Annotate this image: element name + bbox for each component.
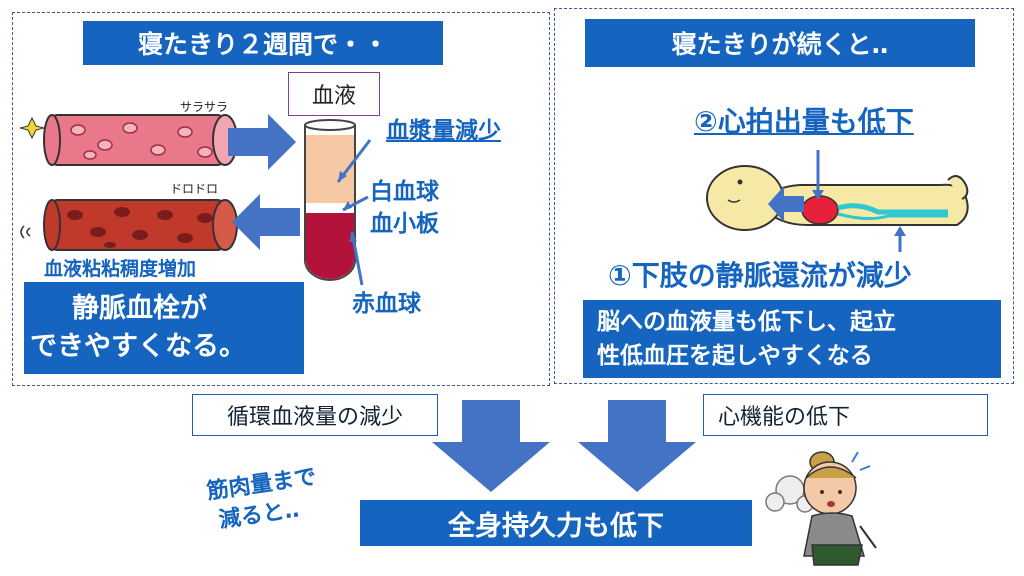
down-arrow-right-icon [578, 400, 696, 492]
left-panel [12, 12, 550, 386]
smooth-vessel [19, 114, 238, 166]
arrow-left-icon [232, 194, 300, 250]
hypotension-line-1: 脳への血液量も低下し、起立 [597, 309, 896, 335]
thrombus-box: 静脈血栓が できやすくなる。 [24, 282, 304, 374]
hypotension-line-2: 性低血圧を起しやすくなる [597, 343, 873, 369]
blood-label-box: 血液 [288, 72, 380, 116]
vessels-illustration [19, 114, 372, 286]
viscosity-label: 血液粘粘稠度増加 [44, 258, 197, 280]
bedridden-person-illustration [706, 150, 969, 252]
right-panel [554, 8, 1014, 384]
rbc-label: 赤血球 [352, 291, 421, 317]
arrow-right-icon [228, 114, 296, 170]
thrombus-line-2: できやすくなる。 [30, 331, 246, 362]
cardiac-function-box: 心機能の低下 [703, 394, 988, 436]
cardiac-output-label: ②心拍出量も低下 [694, 105, 914, 138]
plasma-label: 血漿量減少 [386, 118, 501, 144]
venous-return-label: ①下肢の静脈還流が減少 [608, 259, 912, 292]
right-panel-title: 寝たきりが続くと‥ [585, 19, 975, 67]
test-tube-icon [304, 119, 356, 281]
wbc-label: 白血球 [370, 179, 439, 205]
hypotension-box: 脳への血液量も低下し、起立 性低血圧を起しやすくなる [583, 300, 1001, 378]
left-panel-title: 寝たきり２週間で・・ [83, 21, 443, 65]
thrombus-line-1: 静脈血栓が [72, 293, 207, 324]
bottom-vessel-label: ドロドロ [170, 182, 219, 196]
circulating-volume-box: 循環血液量の減少 [192, 394, 438, 436]
down-arrow-left-icon [432, 400, 550, 492]
result-box: 全身持久力も低下 [360, 500, 752, 546]
sticky-vessel [20, 199, 238, 251]
top-vessel-label: サラサラ [180, 100, 229, 114]
platelet-label: 血小板 [370, 211, 439, 237]
